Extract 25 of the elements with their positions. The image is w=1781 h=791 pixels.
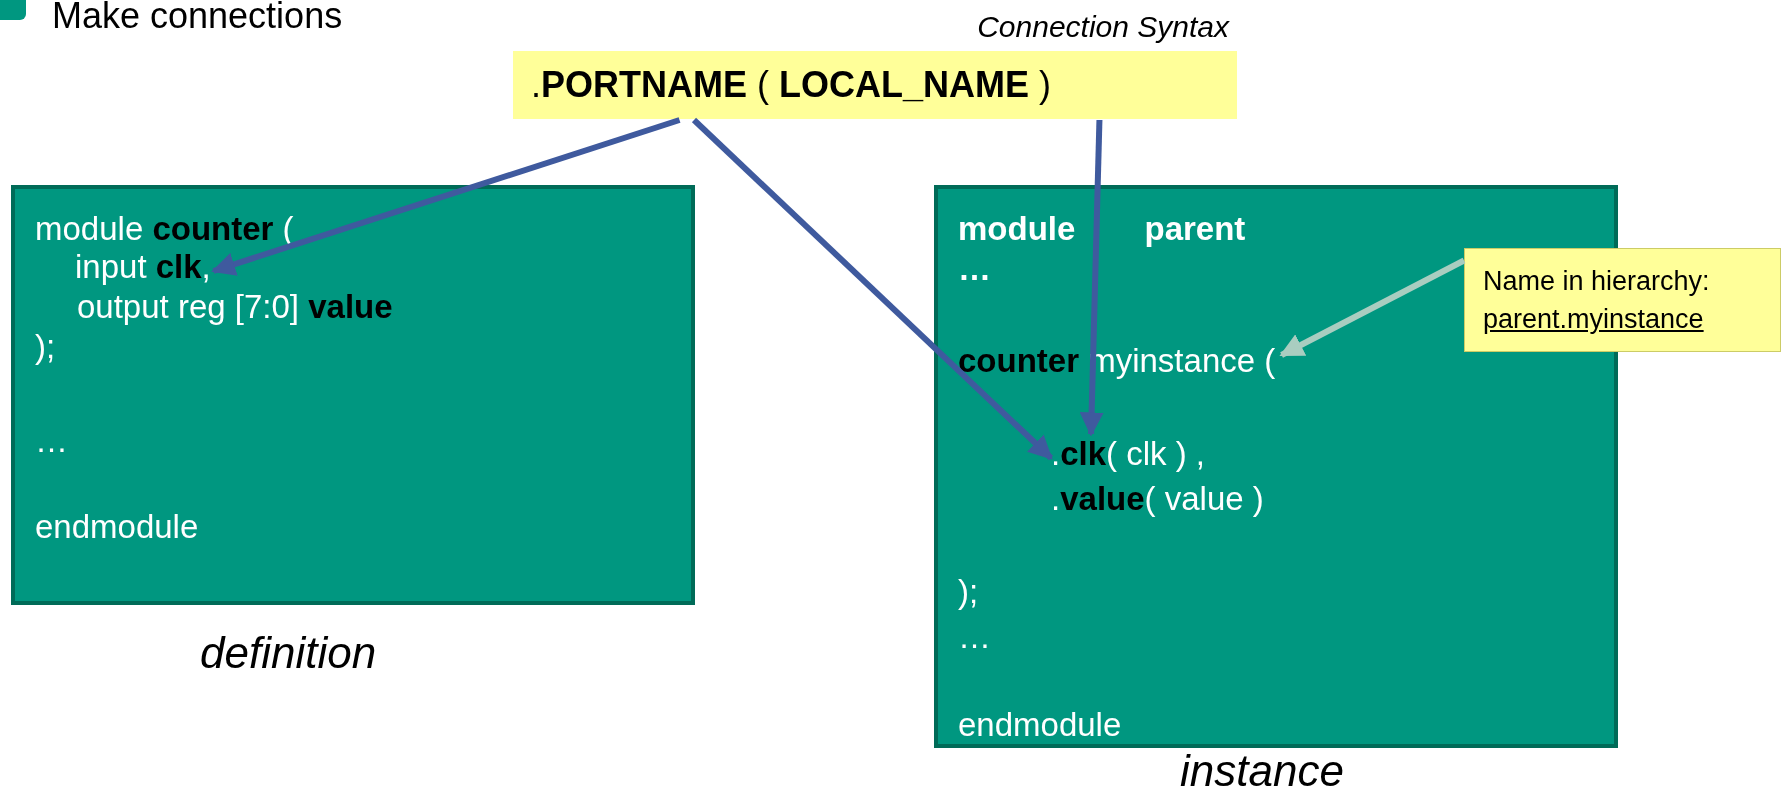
code-line: .clk( clk ) , xyxy=(1051,434,1206,474)
code-line: ); xyxy=(35,327,56,367)
link-text: parent.myinstance xyxy=(1483,303,1704,336)
code-line: input clk, xyxy=(75,247,211,287)
syntax-box: .PORTNAME ( LOCAL_NAME ) xyxy=(513,51,1237,119)
code-line: … xyxy=(958,617,991,657)
code-line: ); xyxy=(958,572,979,612)
code-line: … xyxy=(35,421,68,461)
code-panel xyxy=(11,185,695,605)
code-line: endmodule xyxy=(35,507,199,547)
callout-text: Name in hierarchy: xyxy=(1483,265,1710,298)
arrow xyxy=(1279,257,1466,358)
heading: Connection Syntax xyxy=(977,10,1229,44)
node-label: instance xyxy=(1180,748,1344,791)
code-line: … xyxy=(958,249,991,289)
node-label: definition xyxy=(200,630,377,676)
code-line: module parent xyxy=(958,209,1246,249)
code-line: endmodule xyxy=(958,705,1122,745)
arrow xyxy=(211,117,681,276)
code-line: output reg [7:0] value xyxy=(77,287,393,327)
bullet-text: Make connections xyxy=(52,0,343,36)
code-line: .value( value ) xyxy=(1051,479,1264,519)
code-line: counter myinstance ( xyxy=(958,341,1276,381)
arrow xyxy=(1079,119,1104,437)
arrow xyxy=(691,117,1054,461)
